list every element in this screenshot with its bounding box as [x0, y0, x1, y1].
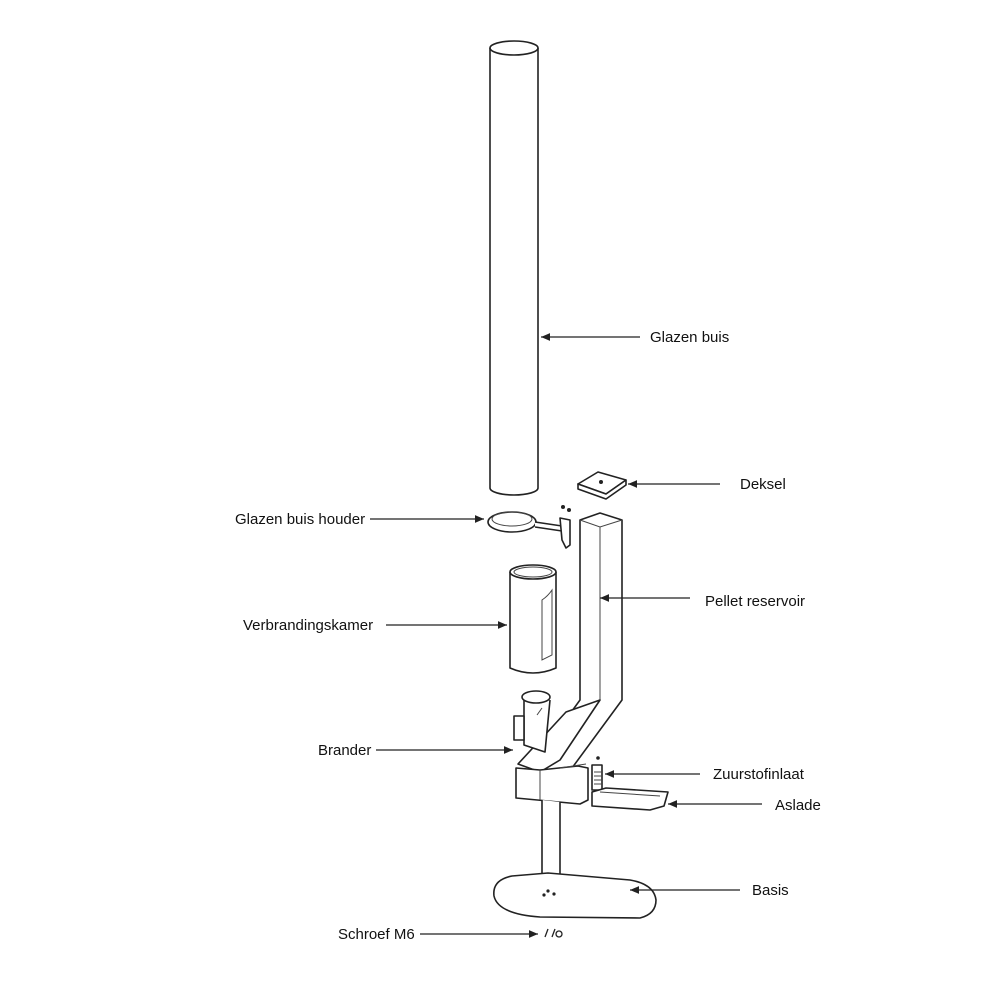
- burner: [513, 690, 551, 753]
- base: [493, 800, 657, 919]
- glass-tube-holder: [487, 511, 571, 549]
- label-ash-tray: Aslade: [775, 797, 821, 814]
- label-base: Basis: [752, 882, 789, 899]
- label-glass-tube: Glazen buis: [650, 329, 729, 346]
- screw-icon: [544, 928, 563, 938]
- label-pellet-reservoir: Pellet reservoir: [705, 593, 805, 610]
- combustion-chamber: [509, 564, 557, 674]
- burner-housing: [515, 756, 603, 805]
- pellet-reservoir: [517, 512, 623, 773]
- lid: [561, 471, 627, 512]
- label-oxygen-inlet: Zuurstofinlaat: [713, 766, 805, 783]
- label-glass-tube-holder: Glazen buis houder: [235, 511, 365, 528]
- glass-tube: [489, 40, 539, 496]
- label-lid: Deksel: [740, 476, 786, 493]
- ash-tray: [591, 787, 669, 811]
- label-screw: Schroef M6: [338, 926, 415, 943]
- label-combustion-chamber: Verbrandingskamer: [243, 617, 373, 634]
- label-burner: Brander: [318, 742, 371, 759]
